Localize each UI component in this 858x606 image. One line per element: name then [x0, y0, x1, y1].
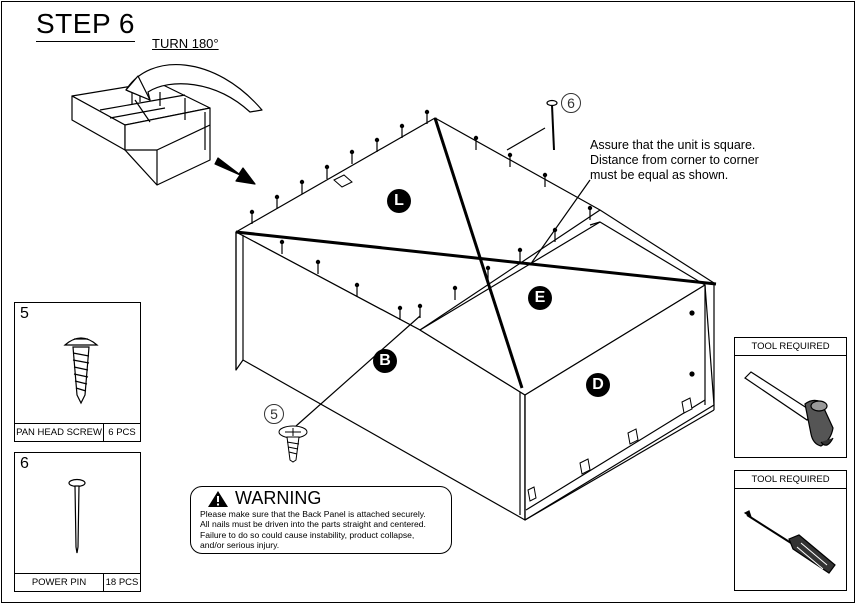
part-footer: PAN HEAD SCREW 6 PCS	[15, 423, 140, 441]
part-box-screw: 5 PAN HEAD SCREW 6 PCS	[14, 302, 141, 442]
part-name: PAN HEAD SCREW	[15, 424, 104, 441]
screwdriver-icon	[743, 510, 836, 574]
turn-arrow	[125, 64, 263, 113]
warning-box: WARNING Please make sure that the Back P…	[190, 486, 452, 554]
part-number: 6	[20, 455, 29, 472]
square-check-note: Assure that the unit is square. Distance…	[590, 138, 830, 183]
warning-text: Please make sure that the Back Panel is …	[200, 509, 426, 551]
warning-triangle-icon	[208, 490, 228, 507]
part-box-pin: 6 POWER PIN 18 PCS	[14, 452, 141, 592]
warning-line: All nails must be driven into the parts …	[200, 519, 426, 530]
warning-line: and/or serious injury.	[200, 540, 280, 551]
diagonal-1	[235, 230, 717, 286]
note-line: Distance from corner to corner	[590, 153, 759, 167]
tool-box-screwdriver: TOOL REQUIRED	[734, 470, 847, 591]
pin-illustration	[546, 99, 558, 151]
direction-arrow	[214, 157, 256, 185]
hammer-icon	[744, 371, 834, 447]
warning-line: Please make sure that the Back Panel is …	[200, 509, 426, 519]
power-pin-icon	[68, 478, 86, 554]
part-count: 6 PCS	[108, 427, 136, 438]
cabinet	[235, 117, 715, 521]
note-line: must be equal as shown.	[590, 168, 729, 182]
warning-title: WARNING	[235, 488, 322, 508]
part-name: POWER PIN	[15, 574, 104, 591]
screw-callout: 5	[264, 404, 284, 424]
panel-label-d: D	[586, 373, 610, 397]
part-count: 18 PCS	[105, 577, 139, 588]
part-footer: POWER PIN 18 PCS	[15, 573, 140, 591]
diagonal-2	[433, 117, 524, 389]
turn-label: TURN 180°	[152, 36, 219, 51]
pan-head-screw-icon	[63, 337, 99, 405]
tool-required-label: TOOL REQUIRED	[735, 471, 846, 489]
panel-label-l: L	[387, 189, 411, 213]
panel-label-b: B	[373, 349, 397, 373]
warning-header: WARNING	[207, 488, 321, 509]
tool-box-hammer: TOOL REQUIRED	[734, 337, 847, 458]
panel-label-e: E	[528, 286, 552, 310]
pin-callout: 6	[561, 93, 581, 113]
part-number: 5	[20, 305, 29, 322]
turned-unit-thumbnail	[71, 81, 211, 186]
tool-required-label: TOOL REQUIRED	[735, 338, 846, 356]
warning-line: Failure to do so could cause instability…	[200, 529, 415, 540]
note-line: Assure that the unit is square.	[590, 138, 756, 152]
screw-illustration	[278, 425, 308, 463]
step-title: STEP 6	[36, 8, 135, 42]
